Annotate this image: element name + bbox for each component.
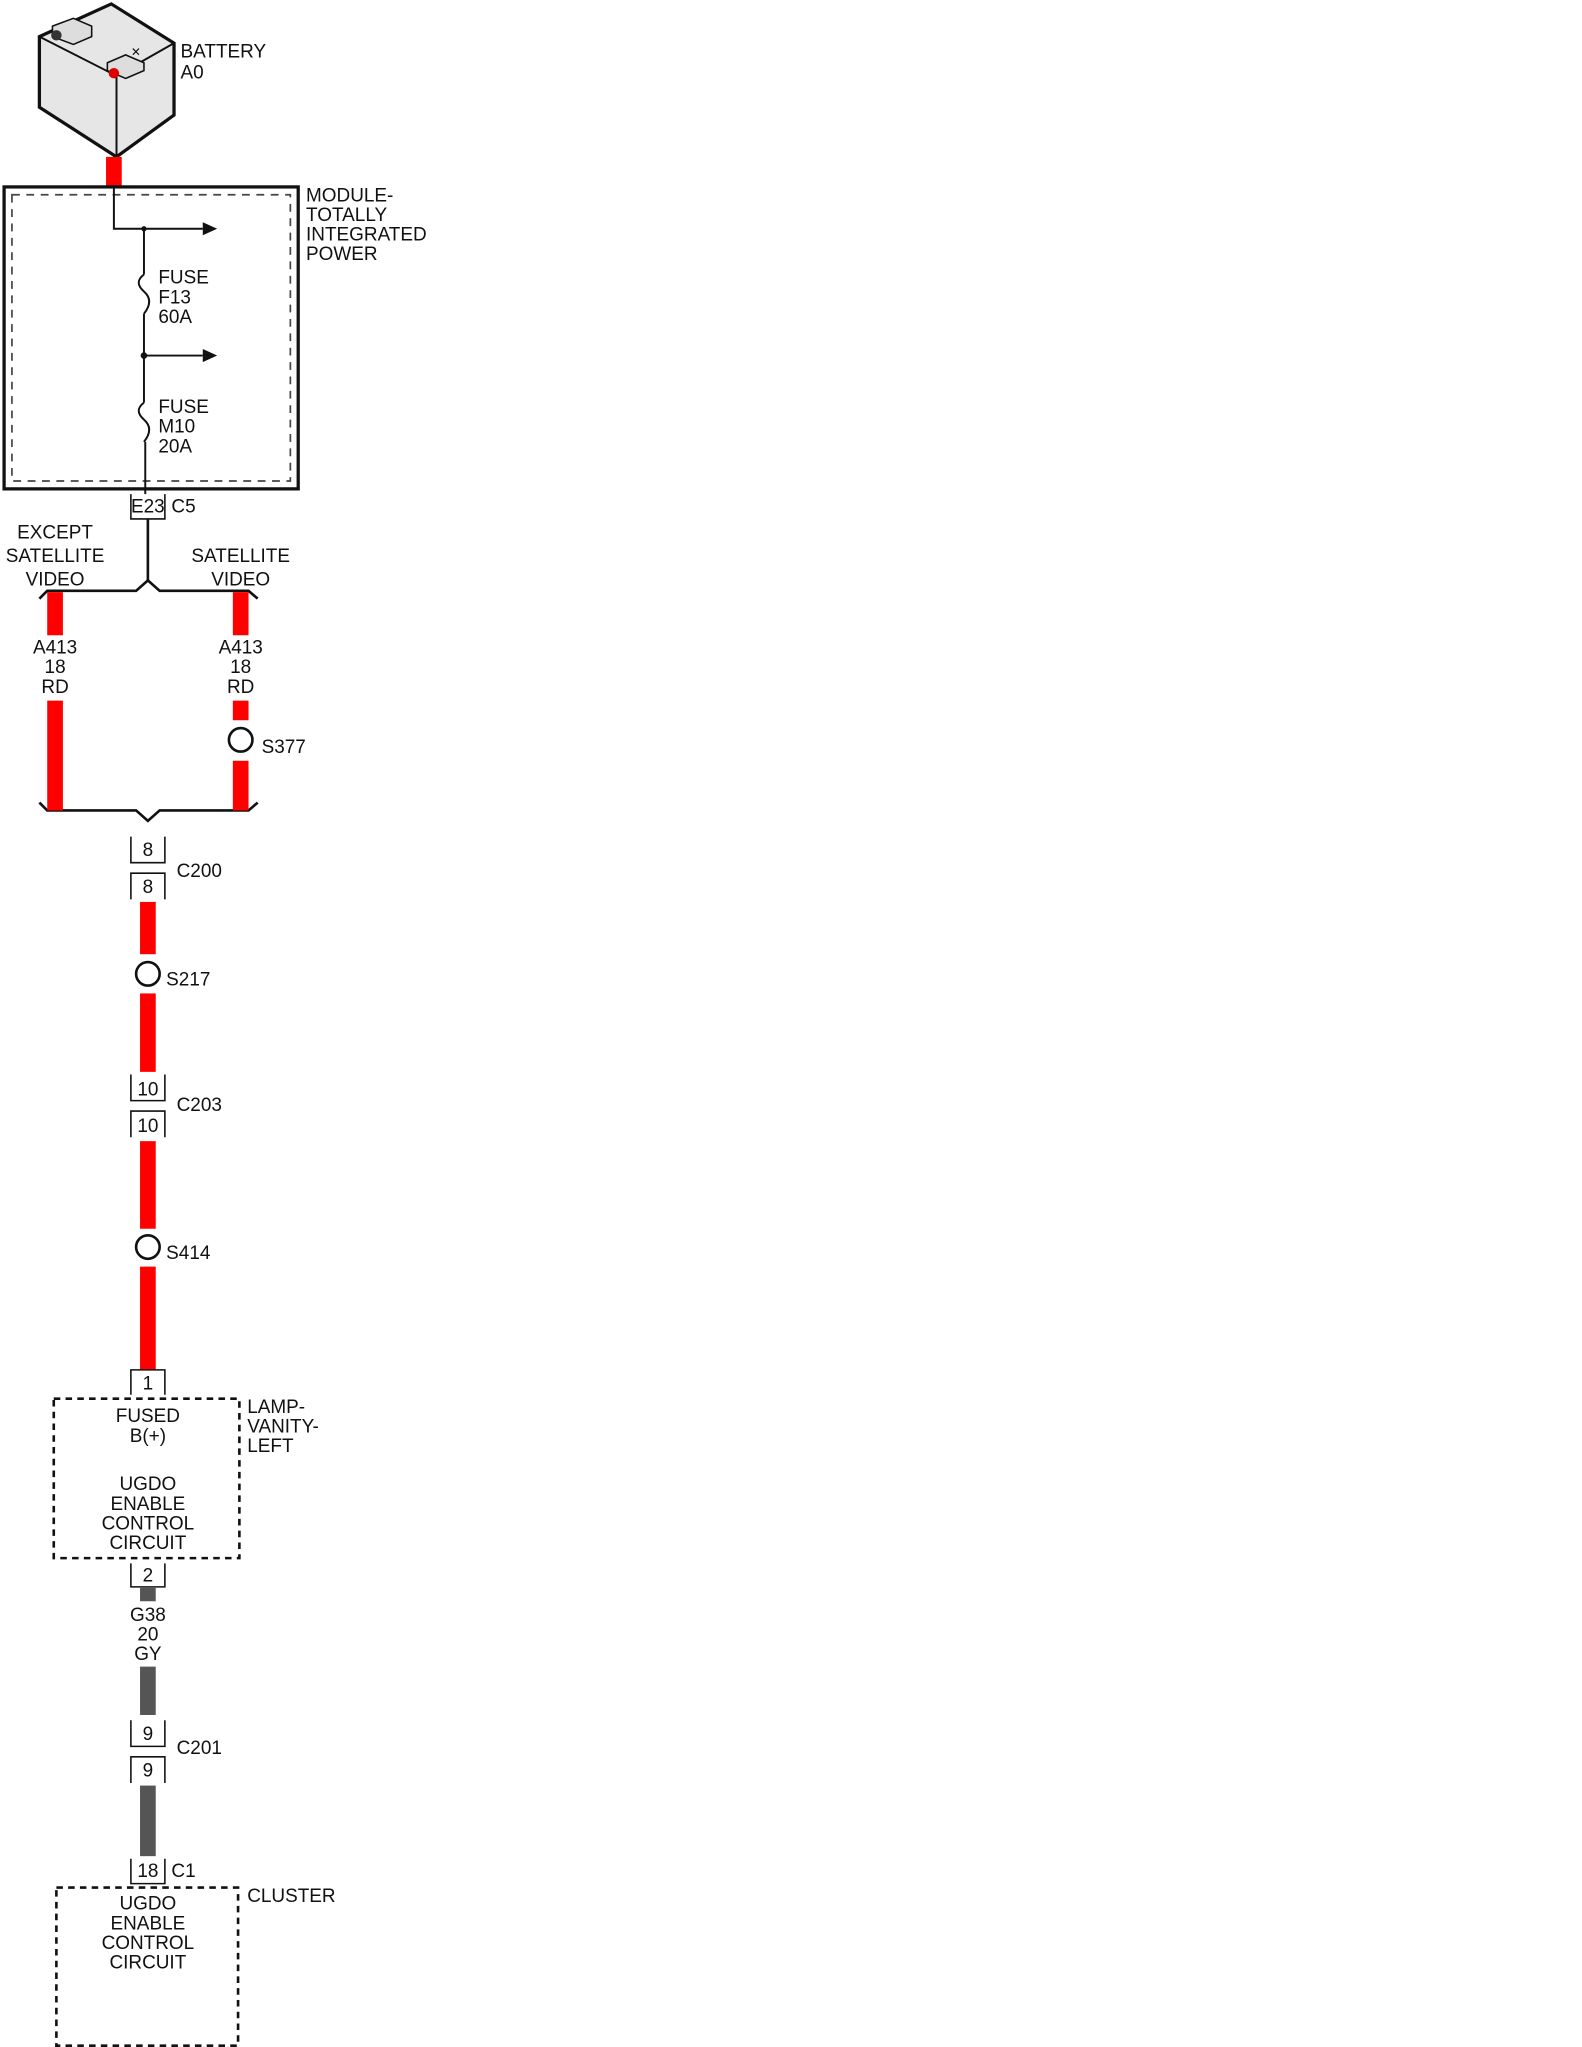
cluster-circuit-1: UGDO [119,1894,176,1915]
battery-id: A0 [181,62,204,83]
wire-g38-gauge: 20 [137,1624,158,1645]
c203-pin-bottom: 10 [137,1116,158,1137]
wire-right-gauge: 18 [230,657,251,678]
module-label-3: INTEGRATED [306,225,427,246]
fuse-m10-id: M10 [158,417,195,438]
c200-label: C200 [177,861,222,882]
connector-e23-pin: E23 [131,496,165,517]
lamp-fused-1: FUSED [116,1406,180,1427]
lamp-name-2: VANITY- [247,1417,319,1438]
lamp-name-1: LAMP- [247,1397,305,1418]
c203-pin-top: 10 [137,1079,158,1100]
wire-right-circuit: A413 [219,638,263,659]
battery-icon: ✕ [37,2,176,159]
fuse-f13-id: F13 [158,287,191,308]
branch-left-label-1: EXCEPT [17,523,93,544]
cluster-circuit-2: ENABLE [111,1913,186,1934]
connector-c200 [130,836,166,900]
wire-g38-circuit: G38 [130,1605,166,1626]
wire-left-gauge: 18 [45,657,66,678]
splice-s377-icon [227,726,254,753]
tipm-inner-boundary [11,193,292,482]
module-label-2: TOTALLY [306,205,387,226]
lamp-name-3: LEFT [247,1436,294,1457]
lamp-circuit-1: UGDO [119,1474,176,1495]
c201-label: C201 [177,1738,222,1759]
branch-left-label-3: VIDEO [26,570,85,591]
splice-s377-label: S377 [262,737,306,758]
lamp-pin-1: 1 [143,1374,154,1395]
splice-s414-icon [134,1233,161,1261]
module-label-1: MODULE- [306,185,393,206]
connector-c5-label: C5 [171,496,195,517]
lamp-circuit-4: CIRCUIT [109,1533,186,1554]
c200-pin-bottom: 8 [143,877,154,898]
lamp-pin-2: 2 [143,1566,154,1587]
c200-pin-top: 8 [143,840,154,861]
lamp-circuit-2: ENABLE [111,1494,186,1515]
fuse-m10-rating: 20A [158,436,192,457]
splice-s217-icon [134,960,161,987]
lamp-vanity-left-box [52,1397,241,1560]
tipm-module-box [2,185,300,491]
splice-s414-label: S414 [166,1243,210,1264]
wire-right-color: RD [227,677,254,698]
connector-c201 [130,1720,166,1783]
splice-s217-label: S217 [166,970,210,991]
cluster-circuit-3: CONTROL [102,1933,195,1954]
cluster-name: CLUSTER [247,1886,335,1907]
module-label-4: POWER [306,244,378,265]
c201-pin-bottom: 9 [143,1760,154,1781]
branch-right-label-2: VIDEO [211,570,270,591]
branch-right-label-1: SATELLITE [191,546,290,567]
battery-wire [106,156,122,187]
cluster-pin: 18 [137,1861,158,1882]
red-wires [47,592,249,1370]
wire-g38-color: GY [134,1644,162,1665]
fuse-f13-rating: 60A [158,307,192,328]
connector-c203 [130,1074,166,1138]
branch-left-label-2: SATELLITE [6,546,105,567]
battery-label: BATTERY [181,42,267,63]
gray-wires [140,1586,156,1857]
fuse-m10-label: FUSE [158,397,209,418]
wire-left-color: RD [41,677,68,698]
c201-pin-top: 9 [143,1724,154,1745]
lamp-fused-2: B(+) [130,1426,166,1447]
lamp-circuit-3: CONTROL [102,1513,195,1534]
arrow-icon [202,349,218,363]
svg-text:✕: ✕ [131,46,141,59]
arrow-icon [202,222,218,236]
cluster-connector-label: C1 [171,1861,195,1882]
c203-label: C203 [177,1095,222,1116]
cluster-circuit-4: CIRCUIT [109,1953,186,1974]
wire-left-circuit: A413 [33,638,77,659]
cluster-box [55,1886,240,2047]
fuse-f13-label: FUSE [158,268,209,289]
